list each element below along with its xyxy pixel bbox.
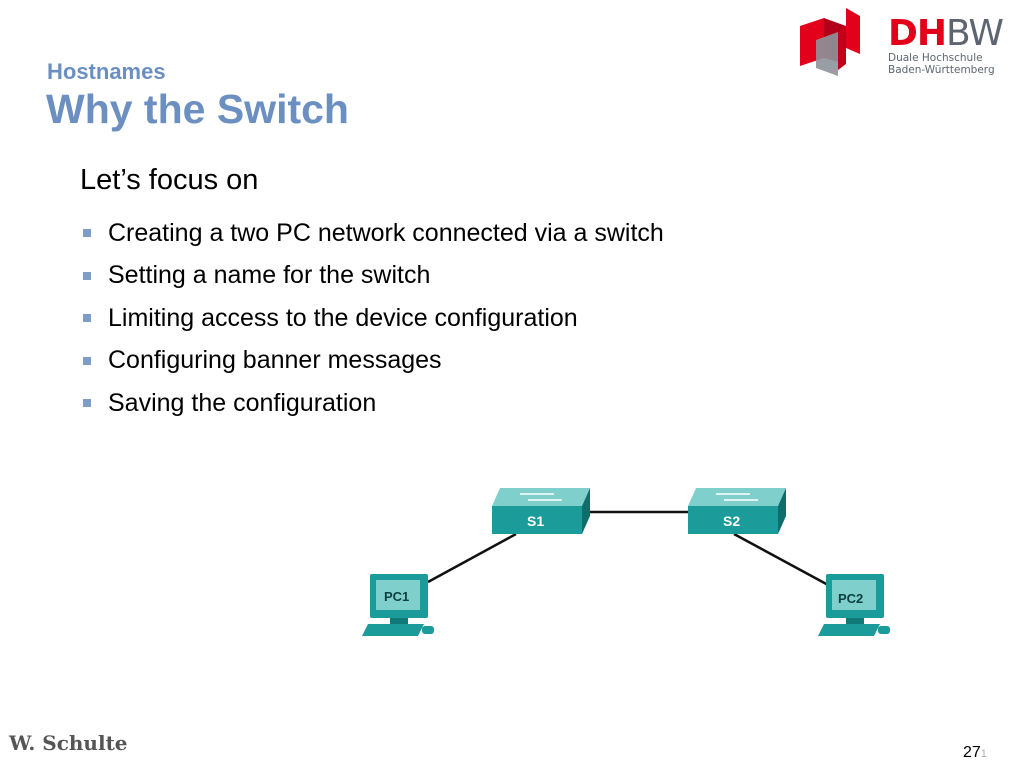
switch-s2-icon: S2	[688, 488, 786, 534]
link-s2-pc2	[733, 532, 831, 588]
square-bullet-icon	[83, 314, 91, 323]
switch-s2-label: S2	[723, 513, 740, 529]
bullet-item: Creating a two PC network connected via …	[80, 212, 664, 255]
logo-line1: Duale Hochschule	[888, 52, 983, 64]
page-number: 271	[963, 744, 987, 762]
pc1-icon: PC1	[362, 574, 434, 636]
square-bullet-icon	[83, 229, 91, 238]
author-name: W. Schulte	[9, 731, 128, 755]
bullet-text: Limiting access to the device configurat…	[108, 303, 578, 332]
logo-line2: Baden-Württemberg	[888, 64, 995, 76]
bullet-text: Setting a name for the switch	[108, 261, 431, 290]
bullet-list: Creating a two PC network connected via …	[80, 212, 664, 425]
bullet-text: Creating a two PC network connected via …	[108, 218, 664, 247]
bullet-item: Saving the configuration	[80, 382, 664, 425]
bullet-item: Limiting access to the device configurat…	[80, 297, 664, 340]
page-number-suffix: 1	[980, 748, 987, 760]
bullet-text: Configuring banner messages	[108, 346, 442, 375]
square-bullet-icon	[83, 271, 91, 280]
link-s1-pc1	[427, 532, 517, 584]
square-bullet-icon	[83, 356, 91, 365]
bullet-item: Configuring banner messages	[80, 340, 664, 383]
page-number-value: 27	[963, 744, 981, 761]
switch-s1-icon: S1	[492, 488, 590, 534]
slide-subtitle: Hostnames	[47, 59, 166, 84]
switch-s1-label: S1	[527, 513, 544, 529]
pc2-label: PC2	[838, 591, 863, 606]
dhbw-logo	[798, 6, 1020, 84]
slide-title: Why the Switch	[46, 86, 349, 132]
bullet-text: Saving the configuration	[108, 388, 377, 417]
dhbw-wordmark: DHBW Duale Hochschule Baden-Württemberg	[888, 13, 1004, 77]
pc2-icon: PC2	[818, 574, 890, 636]
network-topology-diagram: S1 S2 PC1 PC2	[362, 488, 890, 636]
intro-text: Let’s focus on	[80, 164, 259, 196]
dhbw-logo-mark	[800, 8, 860, 76]
bullet-item: Setting a name for the switch	[80, 255, 664, 298]
square-bullet-icon	[83, 399, 91, 408]
logo-bw-text: BW	[946, 13, 1004, 54]
pc1-label: PC1	[384, 589, 409, 604]
logo-dh-text: DH	[888, 13, 947, 54]
